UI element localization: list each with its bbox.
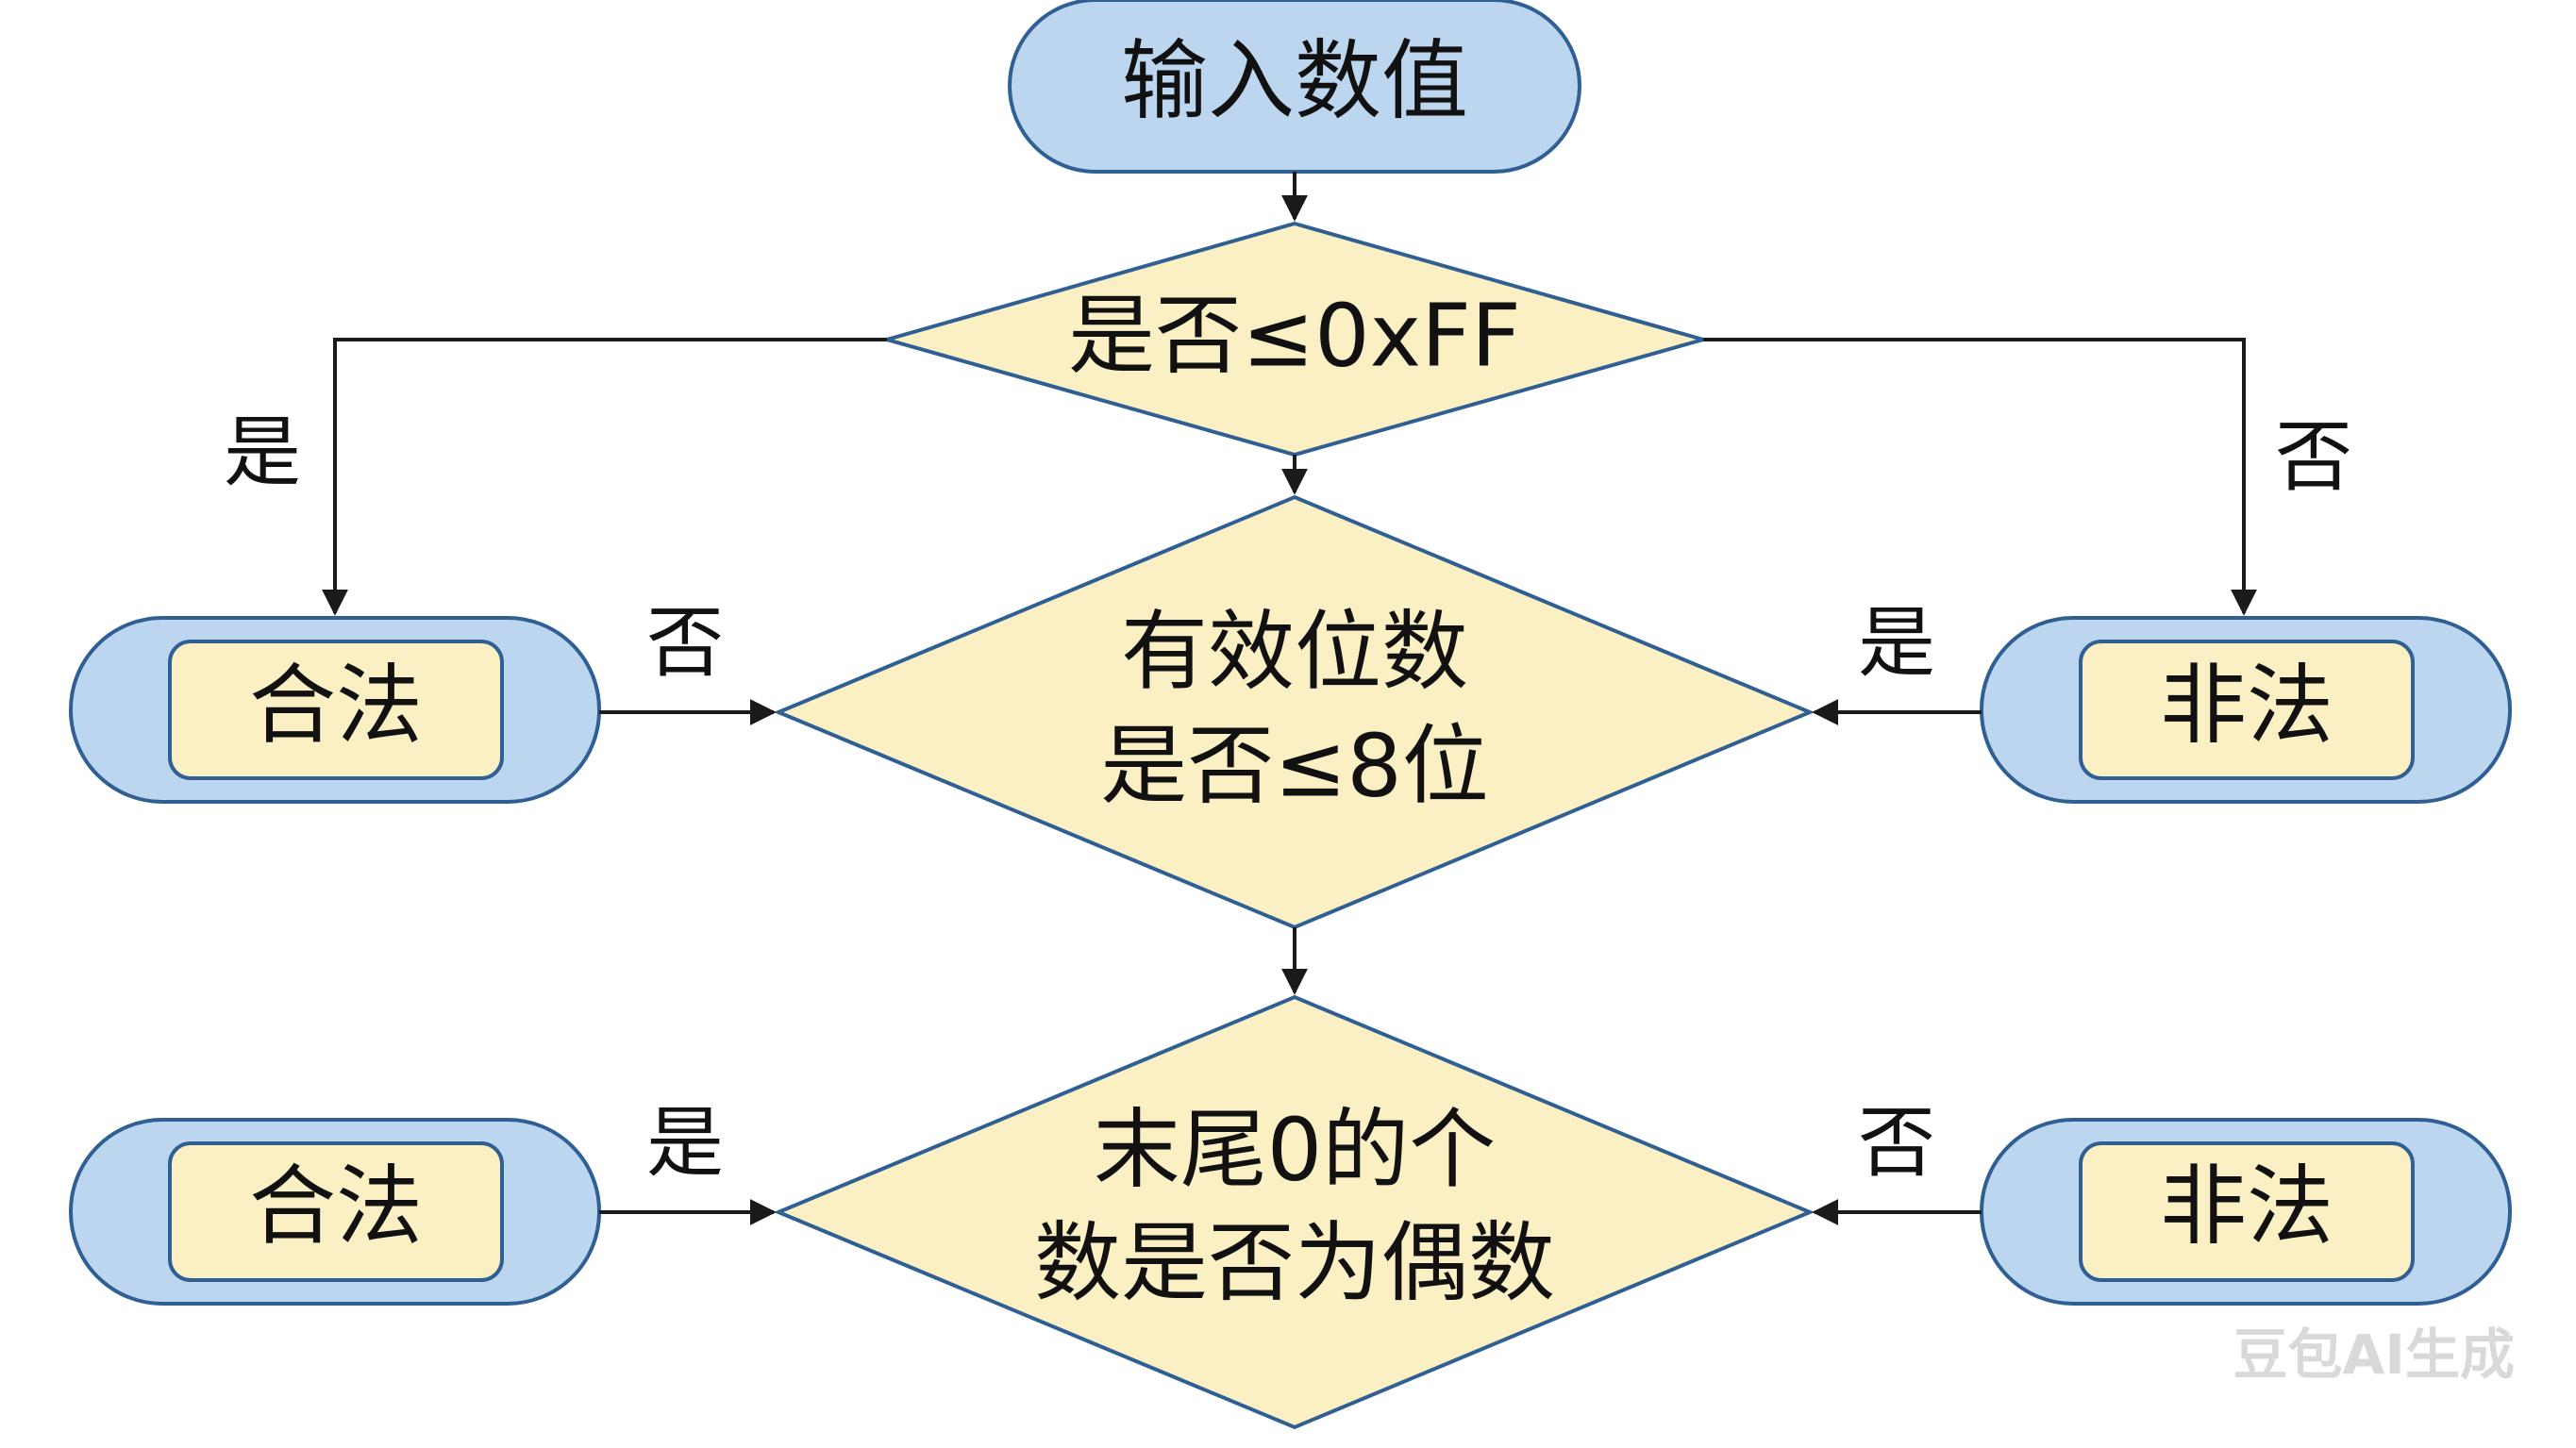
illegal-bottom-label: 非法 (2160, 1156, 2333, 1257)
edge-label-legal-bottom-to-decision3: 是 (646, 1098, 724, 1188)
watermark: 豆包AI生成 (2233, 1323, 2515, 1387)
legal-bottom-label: 合法 (249, 1156, 423, 1257)
edge-label-illegal-top-to-decision2: 是 (1858, 598, 1935, 688)
decision3-label-line2: 数是否为偶数 (1034, 1212, 1555, 1313)
illegal-top-inner-shape (2079, 640, 2415, 780)
edge-label-illegal-bottom-to-decision3: 否 (1858, 1098, 1935, 1188)
legal-top-inner-shape (168, 640, 504, 780)
decision2-label-line1: 有效位数 (1121, 601, 1468, 702)
decision3-label-line1: 末尾0的个 (1094, 1099, 1497, 1200)
start-node: 输入数值 (1008, 0, 1581, 174)
illegal-bottom-inner-shape (2079, 1141, 2415, 1282)
start-node-label: 输入数值 (1121, 30, 1468, 131)
decision3-node: 末尾0的个 数是否为偶数 (773, 994, 1815, 1430)
edge-label-legal-top-to-decision2: 否 (646, 598, 724, 688)
decision1-node: 是否≤0xFF (879, 221, 1711, 458)
arrow-decision1-to-illegal-top (1703, 338, 2257, 616)
decision2-shape (773, 494, 1815, 930)
decision2-node: 有效位数 是否≤8位 (773, 494, 1815, 930)
decision2-label-line2: 是否≤8位 (1100, 715, 1489, 816)
decision1-label: 是否≤0xFF (1068, 285, 1521, 386)
arrow-decision1-to-legal-top (322, 338, 887, 616)
edge-label-decision1-no: 否 (2275, 412, 2352, 502)
legal-top-node: 合法 (69, 616, 601, 804)
legal-bottom-inner-shape (168, 1141, 504, 1282)
legal-top-label: 合法 (249, 655, 423, 756)
illegal-top-node: 非法 (1980, 616, 2512, 804)
decision3-shape (773, 994, 1815, 1430)
edge-label-decision1-yes: 是 (224, 408, 301, 497)
illegal-top-label: 非法 (2160, 655, 2333, 756)
illegal-bottom-node: 非法 (1980, 1118, 2512, 1306)
legal-bottom-node: 合法 (69, 1118, 601, 1306)
